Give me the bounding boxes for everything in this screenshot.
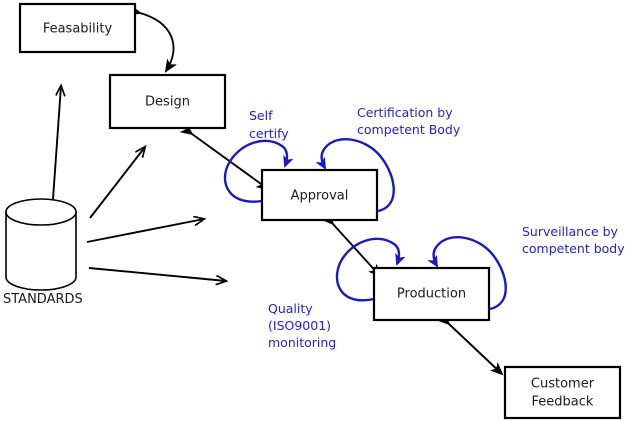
connection-standards-approval — [86, 219, 204, 243]
connection-feasability-design — [140, 13, 174, 71]
node-design-box — [108, 73, 227, 130]
connection-line — [88, 267, 226, 281]
node-approval[interactable]: Approval — [260, 168, 379, 222]
loop-surveillance-competent-body: Surveillance by competent body — [434, 224, 625, 311]
loop-label-certification-line1: Certification by — [357, 105, 453, 120]
loop-arc — [322, 138, 395, 213]
connection-standards-feasability — [52, 86, 61, 200]
node-approval-box — [260, 168, 379, 222]
node-customer-feedback-box — [503, 365, 622, 420]
node-design[interactable]: Design — [108, 73, 227, 130]
connection-line — [333, 224, 380, 276]
node-feasability-label: Feasability — [43, 22, 113, 37]
node-production[interactable]: Production — [372, 266, 491, 322]
loop-quality-iso9001-monitoring: Quality (ISO9001) monitoring — [268, 237, 399, 350]
connection-line — [449, 324, 502, 374]
connection-production-customer-feedback — [449, 324, 502, 374]
cylinder-top — [5, 198, 77, 226]
loop-label-self-certify-line1: Self — [249, 108, 273, 123]
node-design-label: Design — [145, 95, 190, 110]
loop-certification-competent-body: Certification by competent Body — [322, 105, 461, 213]
node-standards[interactable]: STANDARDS — [3, 198, 83, 307]
connection-line — [140, 13, 174, 71]
connection-approval-production — [333, 224, 380, 276]
loop-arc — [434, 236, 507, 311]
loop-label-self-certify-line2: certify — [249, 126, 289, 141]
loop-label-quality-line1: Quality — [268, 301, 313, 316]
node-production-box — [372, 266, 491, 322]
node-approval-label: Approval — [291, 189, 349, 204]
node-standards-label: STANDARDS — [3, 292, 83, 307]
node-customer-feedback-label-line1: Customer — [531, 377, 595, 392]
loop-label-surveillance-line2: competent body — [522, 241, 625, 256]
loop-arc — [223, 139, 287, 203]
loop-label-certification-line2: competent Body — [357, 122, 461, 137]
connection-line — [89, 147, 145, 219]
node-production-label: Production — [397, 287, 466, 302]
loop-self-certify: Self certify — [223, 108, 289, 203]
connection-standards-design — [89, 147, 145, 219]
cylinder-body — [5, 211, 77, 291]
loop-label-quality-line3: monitoring — [268, 335, 336, 350]
connection-standards-production — [88, 267, 226, 281]
node-feasability[interactable]: Feasability — [18, 2, 137, 54]
connection-line — [86, 219, 204, 243]
node-feasability-box — [18, 2, 137, 54]
connection-line — [52, 86, 61, 200]
loop-label-quality-line2: (ISO9001) — [268, 318, 331, 333]
loop-arc — [335, 237, 399, 302]
node-customer-feedback-label-line2: Feedback — [532, 395, 594, 410]
node-customer-feedback[interactable]: Customer Feedback — [503, 365, 622, 420]
loop-label-surveillance-line1: Surveillance by — [522, 224, 619, 239]
